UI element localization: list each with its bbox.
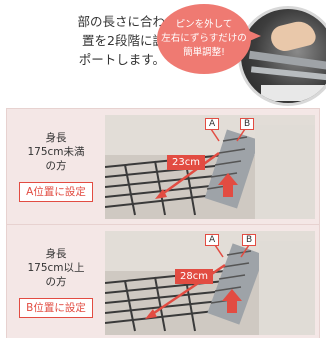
intro-text: 部の長さに合わ 置を2段階に調 ポートします。 (0, 12, 165, 69)
panel-label: 身長 175cm未満 の方 A位置に設定 (7, 109, 105, 224)
hand-image (268, 18, 318, 54)
height-line: 身長 (45, 248, 67, 260)
intro-line: ポートします。 (78, 52, 165, 67)
height-line: の方 (45, 160, 67, 172)
bubble-line: 左右にずらすだけの (161, 33, 247, 44)
length-label: 23cm (167, 155, 205, 170)
intro-line: 置を2段階に調 (82, 33, 165, 48)
bed-frame-photo: 23cm A B (105, 115, 315, 219)
pin-adjust-photo (238, 0, 326, 112)
height-line: 175cm以上 (27, 262, 85, 274)
marker-a: A (205, 118, 220, 130)
tip-bubble: ピンを外して 左右にずらすだけの 簡単調整! (157, 4, 261, 74)
intro-line: 部の長さに合わ (77, 14, 165, 29)
panel-over-175: 身長 175cm以上 の方 B位置に設定 (6, 224, 320, 338)
marker-b: B (240, 118, 255, 130)
setting-tag: A位置に設定 (19, 182, 93, 202)
height-line: 身長 (45, 132, 67, 144)
height-line: 175cm未満 (27, 146, 85, 158)
height-line: の方 (45, 276, 67, 288)
bubble-line: ピンを外して (175, 19, 233, 30)
setting-tag: B位置に設定 (19, 298, 93, 318)
marker-a: A (205, 234, 220, 246)
marker-b: B (242, 234, 257, 246)
panel-under-175: 身長 175cm未満 の方 A位置に設定 (6, 108, 320, 225)
length-label: 28cm (175, 269, 213, 284)
bed-frame-photo: 28cm A B (105, 231, 315, 335)
bubble-line: 簡単調整! (183, 47, 225, 58)
panel-label: 身長 175cm以上 の方 B位置に設定 (7, 225, 105, 338)
